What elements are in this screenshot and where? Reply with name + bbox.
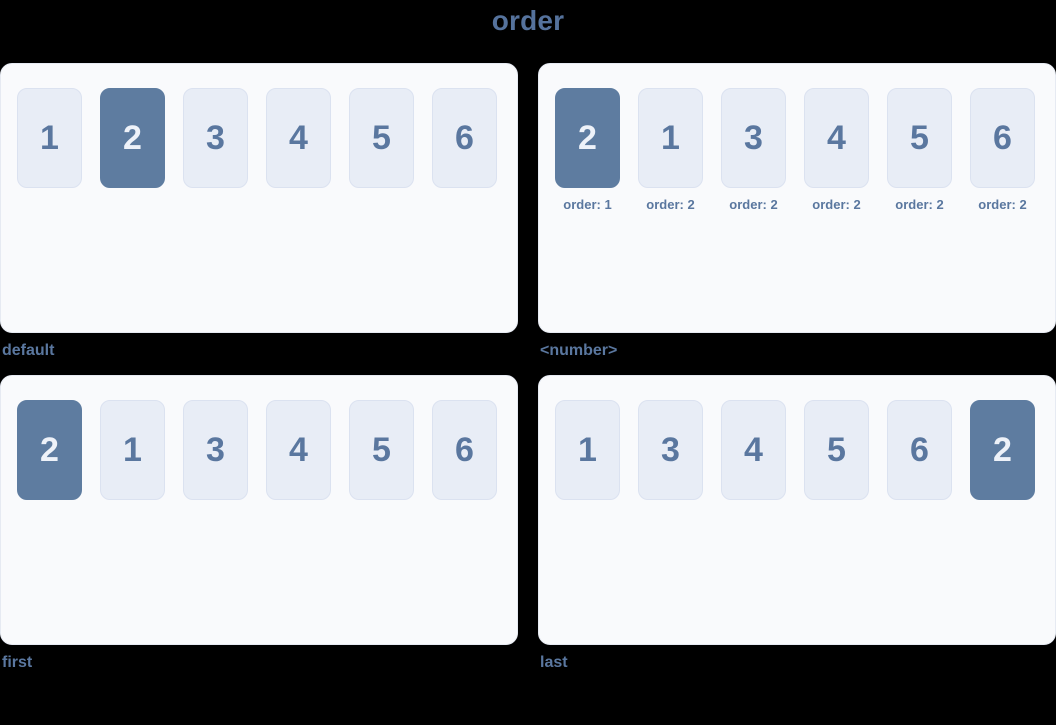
order-value-label: order: 2 [646,197,695,212]
order-value-label: order: 2 [729,197,778,212]
panel-label: default [2,342,55,359]
panel-number: 2 order: 1 1 order: 2 3 order: 2 4 order… [538,63,1056,360]
flex-item: 5 [349,400,414,500]
flex-item-highlighted: 2 [100,88,165,188]
page-title: order [491,5,565,36]
flex-item-highlighted: 2 [970,400,1035,500]
flex-item: 4 [266,88,331,188]
flex-item: 5 [887,88,952,188]
panel-last: 1 3 4 5 6 2 last [538,375,1056,672]
flex-item: 4 [266,400,331,500]
flex-item: 5 [349,88,414,188]
flex-item-column: 4 order: 2 [804,88,869,212]
flex-demo-container: 1 3 4 5 6 2 [538,375,1056,645]
panel-label: <number> [540,342,618,359]
flex-demo-container: 2 order: 1 1 order: 2 3 order: 2 4 order… [538,63,1056,333]
flex-item: 3 [183,88,248,188]
flex-item: 5 [804,400,869,500]
flex-item-column: 1 order: 2 [638,88,703,212]
order-value-label: order: 2 [812,197,861,212]
order-value-label: order: 1 [563,197,612,212]
flex-item: 4 [804,88,869,188]
flex-item: 6 [432,400,497,500]
flex-item: 3 [183,400,248,500]
flex-item: 6 [887,400,952,500]
flex-item-column: 3 order: 2 [721,88,786,212]
flex-item: 3 [721,88,786,188]
flex-item: 1 [555,400,620,500]
flex-item-column: 6 order: 2 [970,88,1035,212]
panel-label: first [2,654,33,671]
panel-default: 1 2 3 4 5 6 default [0,63,518,360]
flex-item: 6 [970,88,1035,188]
panels-grid: 1 2 3 4 5 6 default 2 order: 1 1 order: … [0,63,1056,672]
flex-item-highlighted: 2 [555,88,620,188]
order-value-label: order: 2 [978,197,1027,212]
flex-item: 1 [17,88,82,188]
flex-demo-container: 1 2 3 4 5 6 [0,63,518,333]
flex-item: 4 [721,400,786,500]
order-value-label: order: 2 [895,197,944,212]
flex-item: 3 [638,400,703,500]
flex-item: 1 [100,400,165,500]
flex-item-column: 5 order: 2 [887,88,952,212]
flex-item: 1 [638,88,703,188]
flex-demo-container: 2 1 3 4 5 6 [0,375,518,645]
flex-item-highlighted: 2 [17,400,82,500]
flex-item-column: 2 order: 1 [555,88,620,212]
panel-first: 2 1 3 4 5 6 first [0,375,518,672]
flex-item: 6 [432,88,497,188]
panel-label: last [540,654,568,671]
